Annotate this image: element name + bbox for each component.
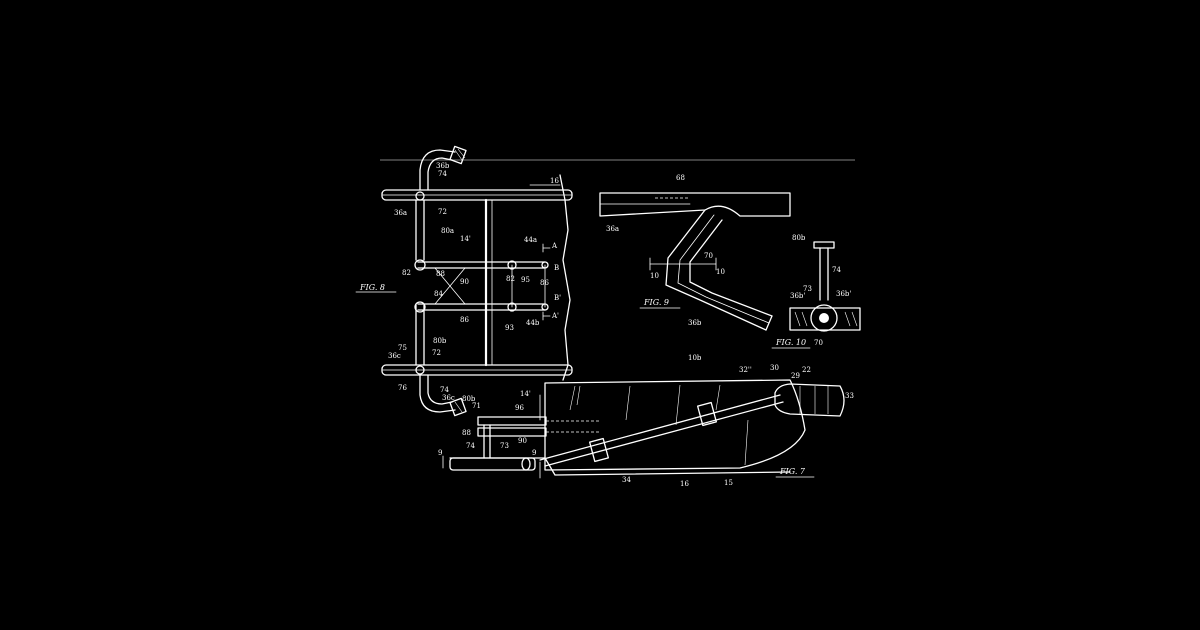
- fig7-label: 96: [515, 404, 524, 412]
- fig8-label: 44b: [526, 319, 540, 327]
- figure-10: 80b 74 73 36b' 36b' 70 FIG. 10: [771, 234, 861, 349]
- fig7-label: 9: [532, 449, 536, 457]
- fig10-label: 73: [803, 285, 812, 293]
- fig10-label: 36b': [790, 292, 805, 300]
- fig7-label: 34: [622, 476, 631, 484]
- fig8-label: 90: [460, 278, 469, 286]
- fig9-label: 68: [676, 174, 685, 182]
- fig7-sled-body: [544, 379, 806, 471]
- fig7-label: 29: [791, 372, 800, 380]
- fig10-clamp: [789, 307, 861, 331]
- figure-7: 10b 32'' 30 29 22 33 14' 80b 71 96 88 90…: [438, 354, 854, 488]
- fig7-upper-link: [477, 416, 547, 426]
- fig9-label: 10: [716, 268, 725, 276]
- fig7-label: 15: [724, 479, 733, 487]
- fig8-label: 84: [434, 290, 443, 298]
- fig7-label: 74: [466, 442, 475, 450]
- fig8-label: 36a: [394, 209, 407, 217]
- fig8-break-line: [559, 174, 571, 381]
- fig8-label: 80a: [441, 227, 454, 235]
- fig8-caption: FIG. 8: [359, 283, 385, 292]
- fig7-label: 14': [520, 390, 531, 398]
- fig7-label: 32'': [739, 366, 752, 374]
- fig7-label: 10b: [688, 354, 702, 362]
- fig7-label: 73: [500, 442, 509, 450]
- fig7-label: 33: [845, 392, 854, 400]
- figure-8: 36b 74 16 36a 72 80a 14' 44a A B 82 88 9…: [355, 145, 573, 417]
- fig8-label: 14': [460, 235, 471, 243]
- fig7-steering-bar: [539, 394, 781, 461]
- fig9-bent-tube-outer: [665, 209, 767, 331]
- fig10-label: 36b': [836, 290, 851, 298]
- fig10-label: 80b: [792, 234, 806, 242]
- fig7-label: 30: [770, 364, 779, 372]
- fig9-label: 70: [704, 252, 713, 260]
- fig8-label: 36c: [442, 394, 455, 402]
- fig8-label: 82: [506, 275, 515, 283]
- fig8-top-handle: [419, 149, 456, 191]
- fig8-label: 86: [460, 316, 469, 324]
- fig10-caption: FIG. 10: [775, 338, 806, 347]
- fig9-label: 36b: [688, 319, 702, 327]
- fig8-label: 36b: [436, 162, 450, 170]
- fig8-label: 72: [432, 349, 441, 357]
- fig8-label: A: [551, 242, 558, 250]
- fig7-label: 16: [680, 480, 689, 488]
- fig8-label: 16: [550, 177, 559, 185]
- fig7-label: 90: [518, 437, 527, 445]
- fig8-label: B: [554, 264, 559, 272]
- fig9-caption: FIG. 9: [643, 298, 669, 307]
- fig8-label: 86: [540, 279, 549, 287]
- fig8-label: 44a: [524, 236, 537, 244]
- figure-9: 68 36a 10 70 10 36b FIG. 9: [599, 174, 791, 331]
- fig9-tube: [599, 192, 791, 217]
- fig8-label: 76: [398, 384, 407, 392]
- fig10-cap: [813, 241, 835, 249]
- fig8-label: 93: [505, 324, 514, 332]
- fig8-label: 95: [521, 276, 530, 284]
- fig10-tube-section: [810, 304, 838, 332]
- fig7-label: 22: [802, 366, 811, 374]
- fig8-bottom-handle: [419, 374, 456, 413]
- fig7-runner: [449, 457, 791, 476]
- fig8-label: A': [551, 312, 559, 320]
- fig8-label: 74: [438, 170, 447, 178]
- fig7-label: 71: [472, 402, 481, 410]
- fig9-bent-tube-inner: [689, 219, 773, 317]
- fig8-label: 36c: [388, 352, 401, 360]
- fig7-label: 80b: [462, 395, 476, 403]
- fig10-label: 70: [814, 339, 823, 347]
- fig7-label: 88: [462, 429, 471, 437]
- fig8-label: 80b: [433, 337, 447, 345]
- fig7-label: 9: [438, 449, 442, 457]
- fig8-label: 82: [402, 269, 411, 277]
- fig10-label: 74: [832, 266, 841, 274]
- fig9-label: 10: [650, 272, 659, 280]
- fig8-label: 75: [398, 344, 407, 352]
- fig9-label: 36a: [606, 225, 619, 233]
- fig8-label: 88: [436, 270, 445, 278]
- fig8-label: 72: [438, 208, 447, 216]
- fig7-tube: [449, 457, 536, 471]
- fig8-label: 74: [440, 386, 449, 394]
- fig7-handle-grip: [774, 383, 845, 417]
- fig8-label: B': [554, 294, 561, 302]
- fig7-caption: FIG. 7: [779, 467, 806, 476]
